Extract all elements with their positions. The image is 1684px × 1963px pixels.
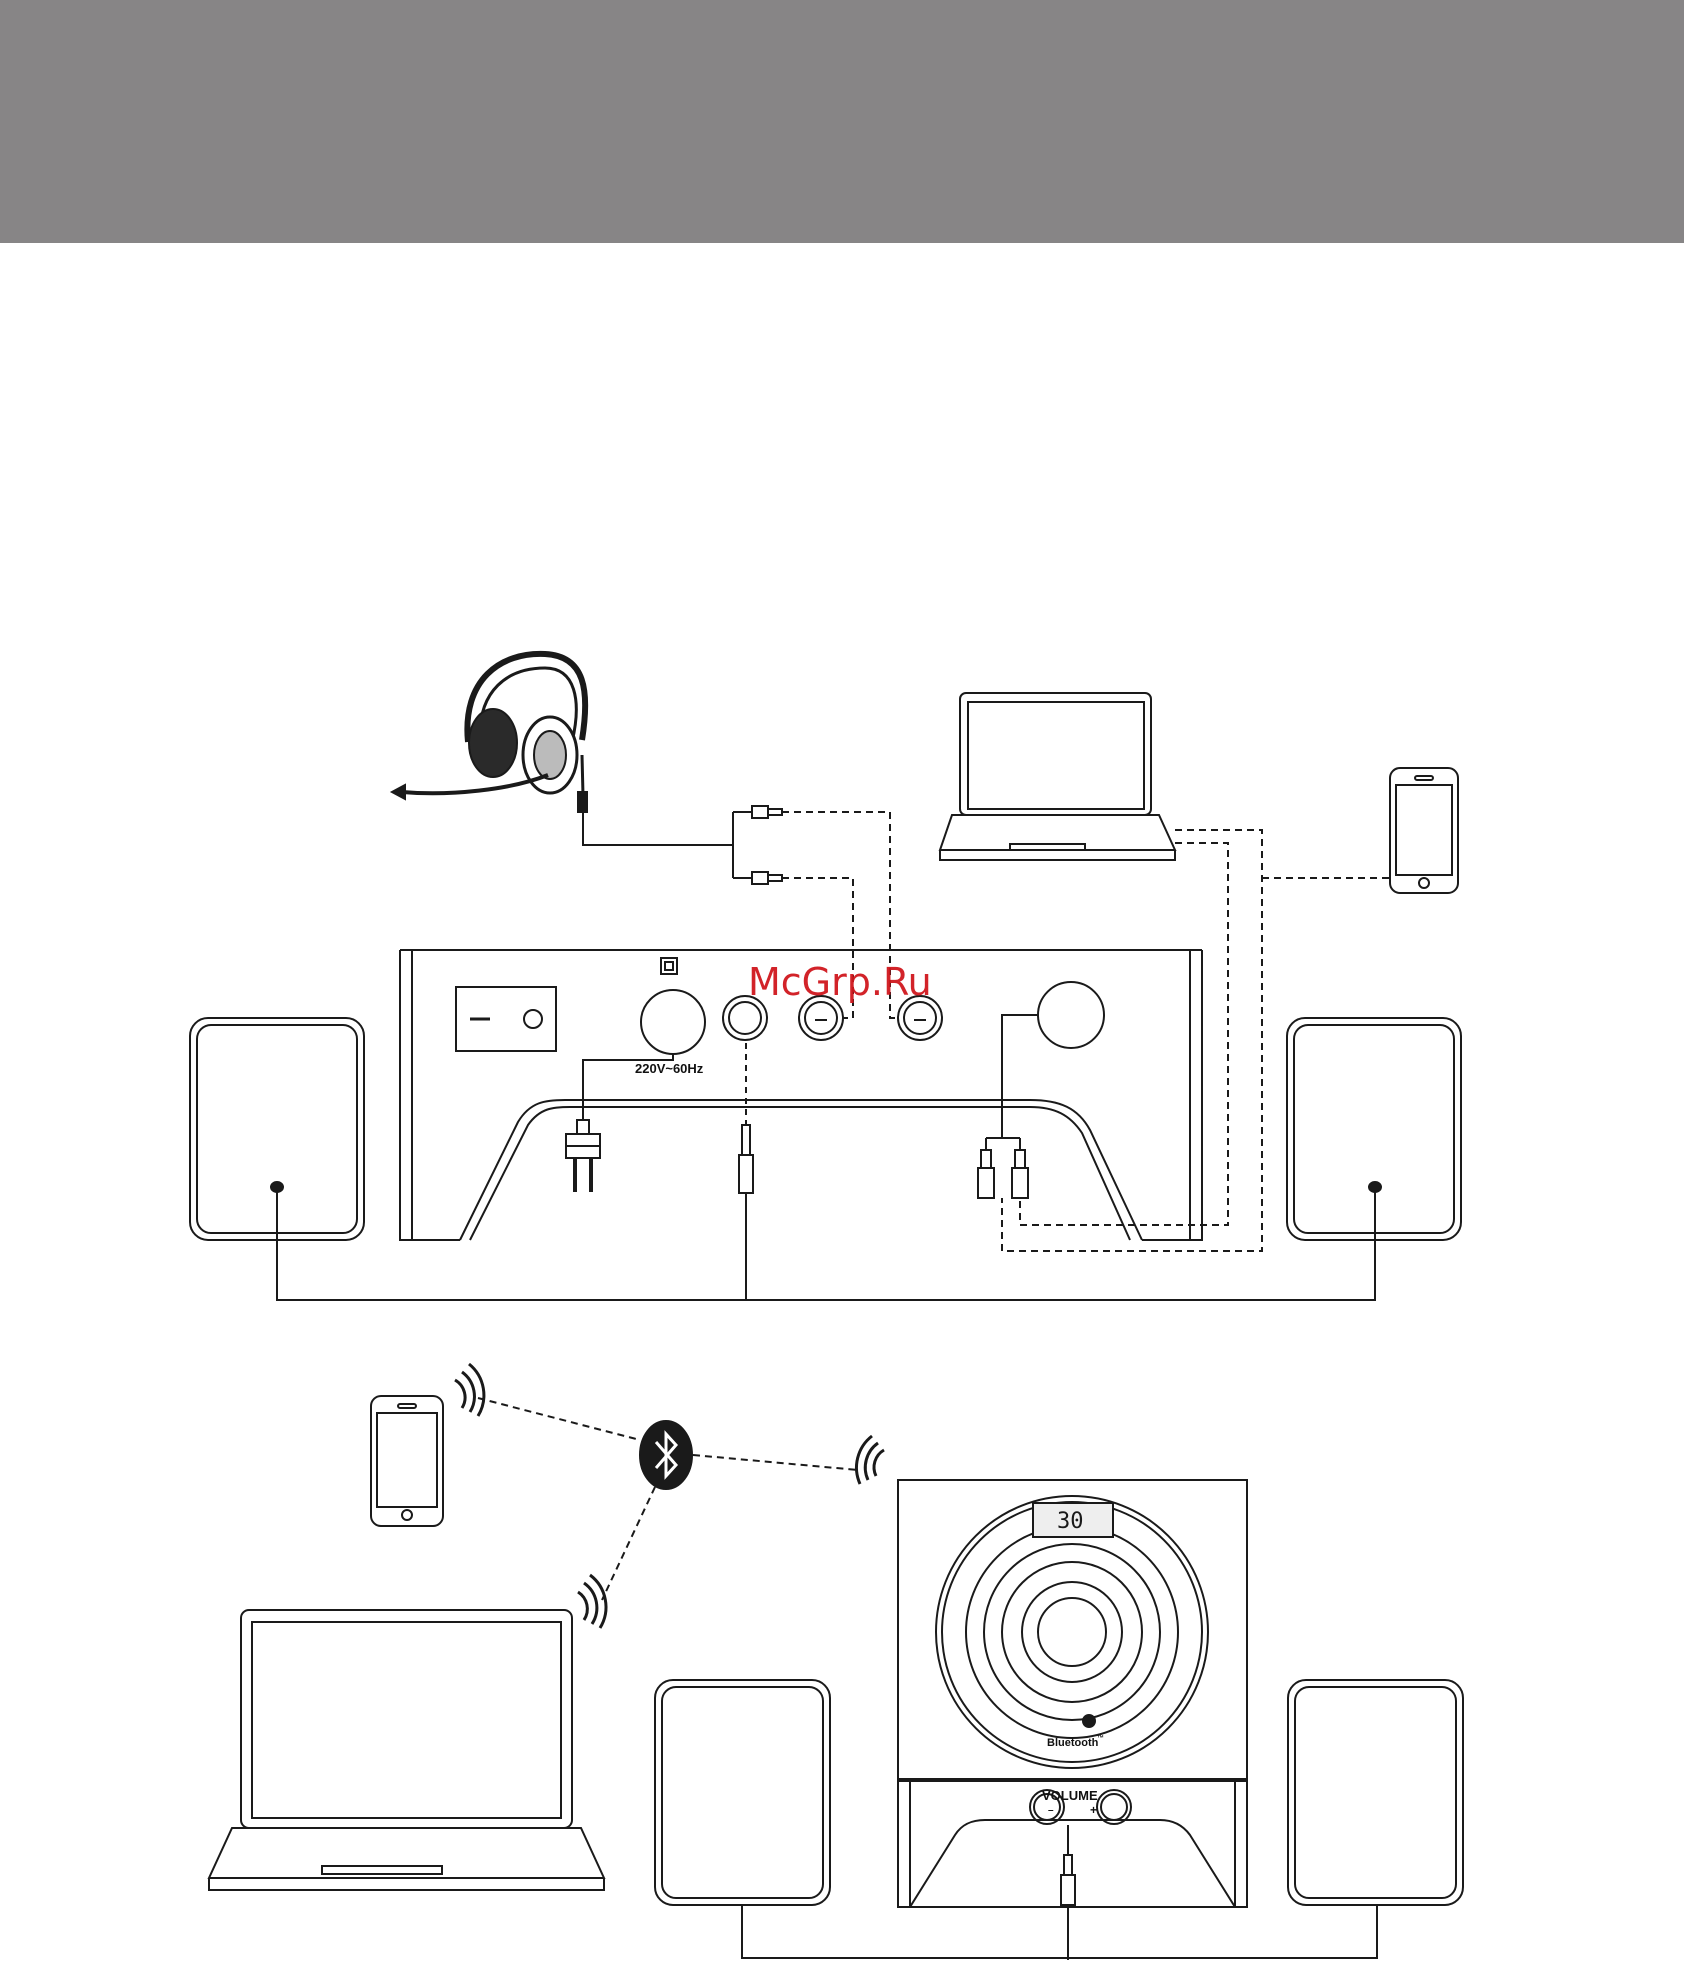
bluetooth-setup [209, 1364, 1463, 1960]
speaker-left [655, 1680, 830, 1905]
headset-icon [392, 654, 733, 845]
speaker-right [1288, 1680, 1463, 1905]
aux-cable [1061, 1825, 1075, 1960]
volume-minus-label: – [1048, 1805, 1054, 1816]
subwoofer-front [898, 1480, 1247, 1907]
laptop-icon [209, 1610, 604, 1890]
volume-plus-label: + [1090, 1803, 1097, 1817]
bluetooth-label: Bluetooth [1047, 1737, 1099, 1749]
aux-cable [739, 1043, 753, 1300]
speaker-wire [742, 1905, 1377, 1958]
bluetooth-icon [640, 1421, 692, 1489]
power-label: 220V~60Hz [635, 1061, 704, 1076]
wifi-waves-laptop [578, 1575, 606, 1628]
wifi-waves-phone [455, 1364, 484, 1416]
watermark: McGrp.Ru [748, 960, 932, 1004]
display-readout: 30 [1057, 1509, 1084, 1534]
laptop-icon [940, 693, 1175, 860]
smartphone-icon [1390, 768, 1458, 893]
smartphone-icon [371, 1396, 443, 1526]
signal-lines [782, 812, 1390, 1251]
speaker-wire [277, 1192, 1375, 1300]
wifi-waves-subwoofer [856, 1436, 884, 1484]
header-band-fill [0, 0, 1684, 243]
volume-label: VOLUME [1042, 1788, 1098, 1803]
headset-split-plugs [733, 806, 782, 884]
bluetooth-tm: ™ [1097, 1735, 1104, 1742]
